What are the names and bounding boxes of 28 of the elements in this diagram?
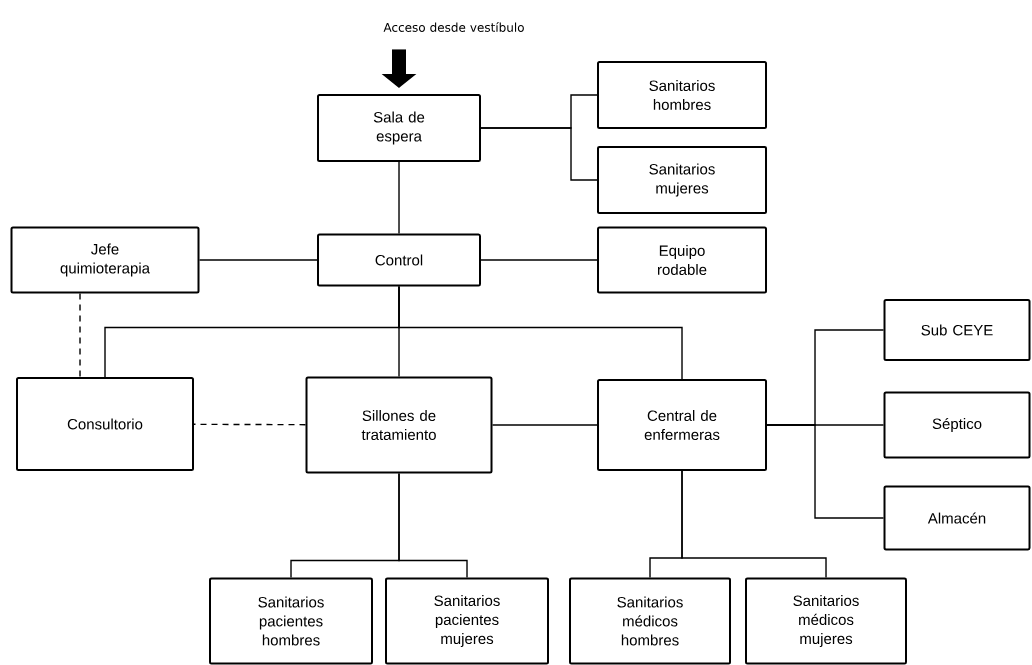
room-box: Sanitarios hombres [597,61,767,129]
connector-line [480,127,598,181]
room-box: Sanitarios médicos mujeres [745,577,907,665]
room-box: Sanitarios pacientes mujeres [385,577,549,665]
room-box: Consultorio [16,377,194,471]
room-box: Sanitarios pacientes hombres [209,577,373,665]
room-box: Central de enfermeras [597,379,767,471]
connector-line [198,259,318,261]
room-box: Equipo rodable [597,226,767,294]
room-box: Sala de espera [317,94,481,162]
room-box: Sub CEYE [883,299,1031,361]
connector-line [398,472,468,579]
caption-text: Acceso desde vestíbulo [383,22,524,32]
room-box: Sanitarios médicos hombres [569,577,731,665]
connector-line [681,470,827,579]
dashed-connector [79,292,81,378]
connector-line [491,424,598,426]
room-box: Sillones de tratamiento [305,376,493,474]
dashed-connector [193,423,307,426]
connector-line [398,161,400,235]
room-box: Séptico [883,391,1031,459]
connector-line [398,285,683,380]
room-box: Almacén [883,485,1031,551]
room-box: Sanitarios mujeres [597,146,767,214]
connector-line [480,259,598,261]
room-box: Control [317,233,481,287]
connector-line [766,424,885,519]
room-box: Jefe quimioterapia [10,226,200,294]
